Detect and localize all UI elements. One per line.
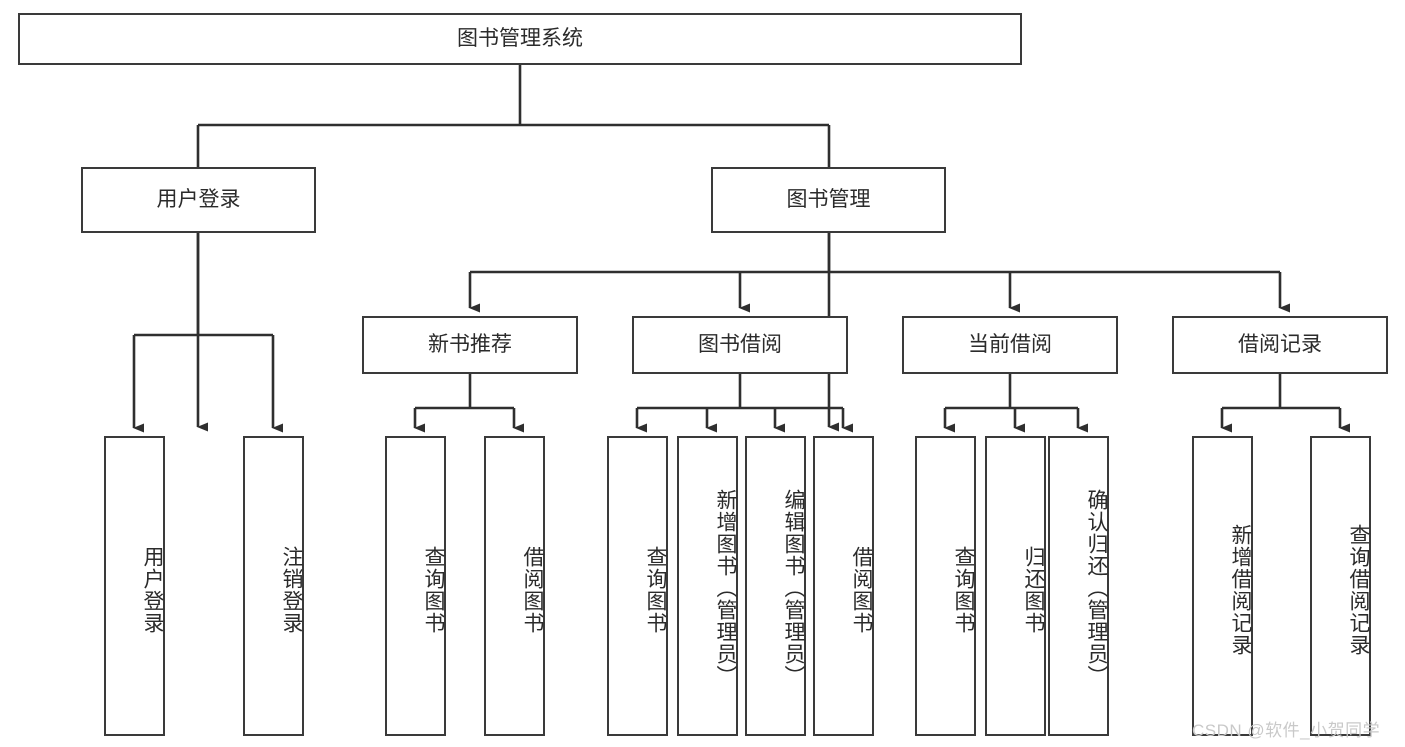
leaf-query-borrow-record[interactable]: 查询借阅记录 (1310, 436, 1371, 736)
node-label: 借阅记录 (1238, 332, 1322, 356)
leaf-borrow-book-recommend[interactable]: 借阅图书 (484, 436, 545, 736)
leaf-add-borrow-record[interactable]: 新增借阅记录 (1192, 436, 1253, 736)
node-label: 新书推荐 (428, 332, 512, 356)
node-book-borrow[interactable]: 图书借阅 (632, 316, 848, 374)
node-root-system[interactable]: 图书管理系统 (18, 13, 1022, 65)
node-label: 图书借阅 (698, 332, 782, 356)
leaf-borrow-book[interactable]: 借阅图书 (813, 436, 874, 736)
leaf-logout[interactable]: 注销登录 (243, 436, 304, 736)
node-label: 用户登录 (141, 546, 164, 634)
node-label: 查询图书 (422, 546, 445, 634)
leaf-query-book-borrow[interactable]: 查询图书 (607, 436, 668, 736)
node-label: 归还图书 (1022, 546, 1045, 634)
node-label: 借阅图书 (521, 546, 544, 634)
node-label: 当前借阅 (968, 332, 1052, 356)
node-label: 新增图书（管理员） (714, 489, 737, 687)
node-current-borrow[interactable]: 当前借阅 (902, 316, 1118, 374)
node-new-book-recommend[interactable]: 新书推荐 (362, 316, 578, 374)
node-label: 图书管理 (786, 187, 871, 211)
node-label: 图书管理系统 (457, 26, 583, 50)
node-book-management[interactable]: 图书管理 (711, 167, 946, 233)
leaf-edit-book-admin[interactable]: 编辑图书（管理员） (745, 436, 806, 736)
node-user-login[interactable]: 用户登录 (81, 167, 316, 233)
leaf-query-book-current[interactable]: 查询图书 (915, 436, 976, 736)
node-label: 新增借阅记录 (1229, 524, 1252, 656)
node-borrow-record[interactable]: 借阅记录 (1172, 316, 1388, 374)
leaf-return-book[interactable]: 归还图书 (985, 436, 1046, 736)
node-label: 注销登录 (280, 546, 303, 634)
watermark-text: CSDN @软件_小贺同学 (1192, 721, 1381, 740)
leaf-query-book-recommend[interactable]: 查询图书 (385, 436, 446, 736)
leaf-add-book-admin[interactable]: 新增图书（管理员） (677, 436, 738, 736)
node-label: 借阅图书 (850, 546, 873, 634)
leaf-confirm-return-admin[interactable]: 确认归还（管理员） (1048, 436, 1109, 736)
node-label: 查询借阅记录 (1347, 524, 1370, 656)
node-label: 用户登录 (156, 187, 241, 211)
node-label: 查询图书 (952, 546, 975, 634)
leaf-user-login[interactable]: 用户登录 (104, 436, 165, 736)
node-label: 确认归还（管理员） (1085, 489, 1108, 687)
node-label: 查询图书 (644, 546, 667, 634)
node-label: 编辑图书（管理员） (782, 489, 805, 687)
